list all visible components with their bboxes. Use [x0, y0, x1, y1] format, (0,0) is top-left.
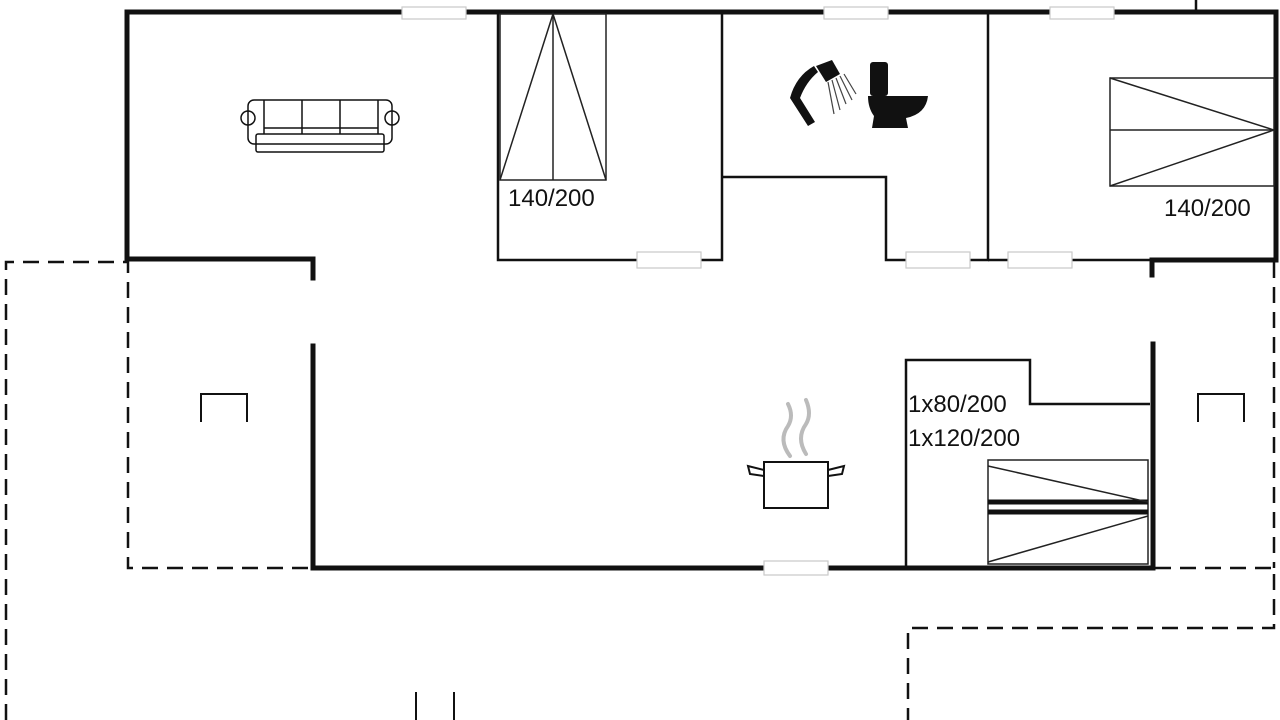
toilet-icon [868, 62, 928, 128]
terrace-left [4, 260, 312, 720]
door-symbol [200, 393, 248, 422]
outer-wall-bottom [310, 341, 1156, 571]
terraces [4, 260, 1276, 720]
walls [124, 0, 1279, 571]
windows [401, 6, 1115, 576]
cooking-pot-icon [746, 398, 846, 509]
window [1007, 251, 1073, 269]
beds-bedroom-3 [987, 459, 1149, 565]
sofa-icon [240, 99, 400, 153]
bed-cover [499, 11, 607, 181]
bed-cover [987, 515, 1149, 563]
wall-bedroom3 [904, 358, 1150, 568]
outer-wall-left-step [124, 256, 316, 281]
wall-bathroom [722, 14, 990, 262]
bed-label-bedroom-3-a: 1x80/200 [908, 391, 1007, 418]
bed-label-bedroom-2: 140/200 [1164, 195, 1251, 222]
door-symbol [415, 692, 455, 720]
window [905, 251, 971, 269]
terrace-right [906, 566, 1276, 720]
bed-frame [1109, 77, 1275, 187]
wall-bedroom1-left [496, 14, 724, 262]
outer-wall-top [124, 9, 1279, 278]
window [763, 560, 829, 576]
terrace-doors [200, 393, 1245, 720]
bed-bedroom-1 [499, 11, 607, 181]
bed-cover [987, 465, 1149, 503]
shower-icon [790, 60, 857, 126]
window [823, 6, 889, 20]
bed-bedroom-2 [1109, 77, 1277, 187]
bed-label-bedroom-1: 140/200 [508, 185, 595, 212]
bed-cover [1109, 77, 1277, 187]
door-symbol [1197, 393, 1245, 422]
window [1049, 6, 1115, 20]
bed-label-bedroom-3-b: 1x120/200 [908, 425, 1020, 452]
window [636, 251, 702, 269]
window [401, 6, 467, 20]
